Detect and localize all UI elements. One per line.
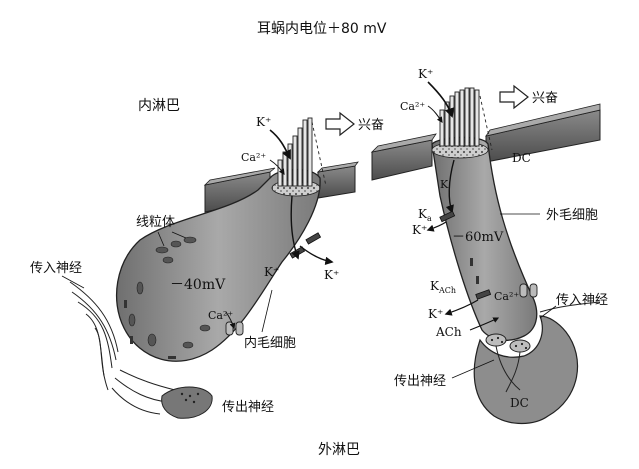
- ohc-k-inside-label: K: [440, 178, 449, 191]
- ohc-ca-in-label: Ca²⁺: [400, 100, 425, 113]
- ohc-kach-channel: [475, 289, 492, 300]
- ihc-label: 内毛细胞: [244, 335, 296, 351]
- excite-arrow-left: [325, 111, 355, 137]
- afferent-leader-right: [539, 305, 557, 319]
- ohc-ca-channel: [519, 283, 538, 298]
- ohc-k-in-arrow: [427, 81, 455, 118]
- ihc-k-out-arrow-2: [299, 245, 334, 266]
- ihc-ca-channel: [225, 321, 244, 336]
- ihc-k-out-label-1: K⁺: [264, 265, 279, 279]
- ihc-k-in-arrow: [269, 129, 291, 160]
- ohc-k-out-label: K⁺: [412, 223, 427, 237]
- excite-arrow-right: [499, 84, 529, 110]
- ohc-kach-k-label: K⁺: [428, 307, 443, 321]
- ach-arrow: [469, 317, 500, 331]
- dc-bottom-label: DC: [510, 396, 529, 410]
- ohc-kach-label: KACh: [430, 279, 456, 295]
- ihc-ca-base-arrow: [225, 311, 236, 330]
- ihc-stereocilia: [277, 117, 327, 187]
- ohc-membrane: [370, 103, 601, 181]
- ohc-nerve-fibers: [495, 301, 601, 393]
- perilymph-label: 外淋巴: [318, 442, 360, 458]
- ohc-kach-k-arrow: [444, 299, 479, 316]
- ohc-ribbons: [470, 258, 479, 284]
- mito-leader-2: [171, 231, 187, 239]
- ihc-k-out-label-2: K⁺: [324, 268, 339, 282]
- inner-hair-cell-body: [115, 168, 321, 362]
- efferent-label-right: 传出神经: [394, 374, 446, 389]
- ihc-k-out-arrow-1: [290, 195, 300, 260]
- ohc-ka-channel: [439, 210, 456, 223]
- ohc-k-inside-arrow: [445, 159, 455, 214]
- ihc-leader: [261, 289, 273, 333]
- endocochlear-potential-label: 耳蜗内电位＋80 mV: [257, 21, 387, 37]
- ach-label: ACh: [435, 325, 462, 339]
- ohc-k-out-arrow: [426, 221, 447, 232]
- dc-top-label: DC: [512, 151, 531, 165]
- afferent-label-left: 传入神经: [30, 261, 82, 276]
- ohc-ca-in-arrow: [427, 105, 443, 123]
- efferent-vesicles-left: [180, 392, 200, 404]
- efferent-label-left: 传出神经: [222, 400, 274, 415]
- ihc-ca-in-label: Ca²⁺: [241, 151, 266, 164]
- deiters-cell: [473, 315, 579, 425]
- efferent-leader-right: [451, 359, 495, 379]
- afferent-label-right: 传入神经: [556, 293, 608, 308]
- ohc-ca-base-label: Ca²⁺: [494, 290, 519, 303]
- afferent-leader-left: [61, 275, 85, 289]
- ohc-ka-label: Ka: [418, 207, 432, 223]
- mitochondria-cluster: [128, 236, 211, 349]
- ohc-label: 外毛细胞: [546, 208, 598, 223]
- ohc-potential-label: －60mV: [452, 230, 504, 245]
- outer-hair-cell-body: [431, 136, 538, 341]
- afferent-nerve-left: [69, 281, 176, 415]
- ihc-membrane: [203, 161, 359, 213]
- efferent-terminal-left: [161, 386, 213, 419]
- ohc-stereocilia: [439, 87, 493, 151]
- ihc-potential-label: －40mV: [170, 277, 226, 293]
- ohc-k-in-label: K⁺: [418, 67, 433, 81]
- excite-label-right: 兴奋: [532, 91, 558, 106]
- excite-label-left: 兴奋: [358, 118, 384, 133]
- ihc-ca-in-arrow: [269, 159, 285, 175]
- ihc-k-in-label: K⁺: [256, 115, 271, 129]
- mitochondria-label: 线粒体: [136, 215, 175, 230]
- ihc-ca-base-label: Ca²⁺: [208, 309, 233, 322]
- endolymph-label: 内淋巴: [138, 98, 180, 114]
- mito-leader-1: [157, 231, 165, 247]
- ihc-ribbons: [124, 300, 176, 359]
- ohc-terminal-vesicles: [490, 336, 528, 350]
